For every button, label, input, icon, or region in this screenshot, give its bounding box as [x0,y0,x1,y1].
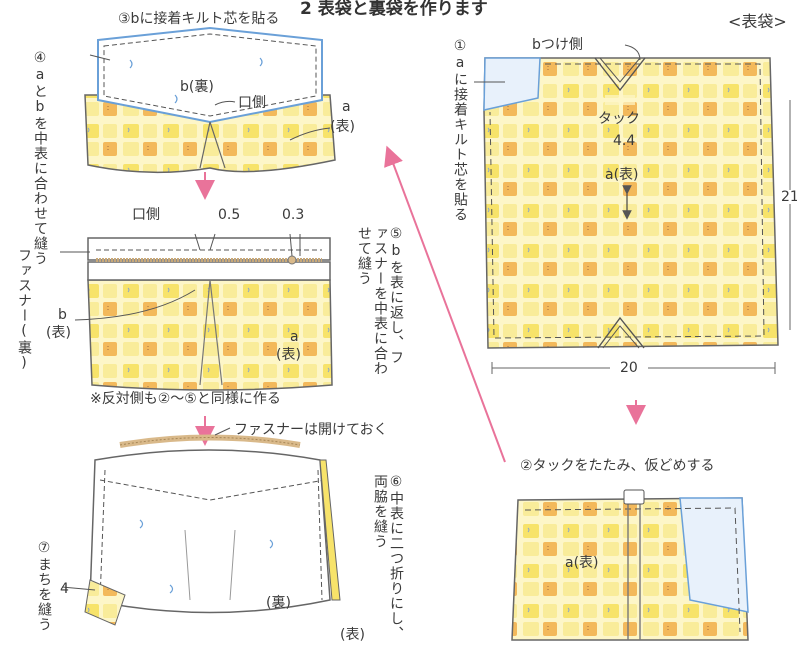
step2-a-front-label: a(表) [565,555,599,571]
step4-a-label: a [342,99,351,115]
step5-a-front-paren: (表) [276,347,301,363]
step2-label: ②タックをたたみ、仮どめする [520,458,715,474]
dim-03-label: 0.3 [282,207,305,223]
step3-label: ③bに接着キルト芯を貼る [118,11,280,27]
b-back-label: b(裏) [180,79,214,95]
b-attach-leader-line [624,44,641,61]
b-front-leader-line [74,289,196,321]
gusset-dim-leader-line [61,586,96,591]
step4-leader-line [89,54,111,61]
page-title: 2 表袋と裏袋を作ります [300,0,488,19]
step4-mouth-side-label: 口側 [238,95,266,111]
step6-front-paren: (表) [340,627,365,643]
b-attach-side-label: bつけ側 [532,37,583,53]
step6-7-assembly [84,434,341,626]
step5-assembly [87,237,333,391]
step1-a-front-label: a(表) [605,167,639,183]
height-dimension-label: 21 [781,189,797,205]
dim-05-leader-line [194,233,216,251]
zipper-open-leader-line [214,427,231,436]
zipper-back-label: ファスナー(裏) [16,248,32,372]
dim-05-label: 0.5 [218,207,241,223]
b-front-paren: (表) [46,325,71,341]
arrow-step2-to-step3 [384,145,506,463]
step6-label: ⑥中表に二つ折りにし、両脇を縫う [372,474,404,641]
step5-a-label: a [290,329,299,345]
b-label: b [58,307,67,323]
step6-back-paren: (裏) [266,595,291,611]
step5-label: ⑤bを表に返し、ファスナーを中表に合わせて縫う [356,226,404,376]
step4-a-front-paren: (表) [330,119,355,135]
tuck-label: タック [598,111,640,127]
a-front-leader-line [289,127,331,141]
gusset-dimension-label: 4 [60,581,69,597]
step1-label: ①aに接着キルト芯を貼る [452,38,468,222]
step5-mouth-side-label: 口側 [132,207,160,223]
mirror-note: ※反対側も②～⑤と同様に作る [90,391,281,407]
mouth-side-leader-line [214,100,236,106]
width-dimension-label: 20 [620,360,638,376]
step7-label: ⑦まちを縫う [36,540,52,632]
tuck-dimension: 4.4 [613,133,636,149]
step4-label: ④aとbを中表に合わせて縫う [32,50,48,266]
step3-4-assembly [84,26,336,174]
dim-03-leader-line [289,233,301,257]
section-label: <表袋> [728,12,787,31]
step2-fabric-panel [511,489,749,641]
zipper-open-label: ファスナーは開けておく [234,422,388,438]
step1-width-dimension [491,362,776,374]
step1-fabric-panel [483,57,779,349]
